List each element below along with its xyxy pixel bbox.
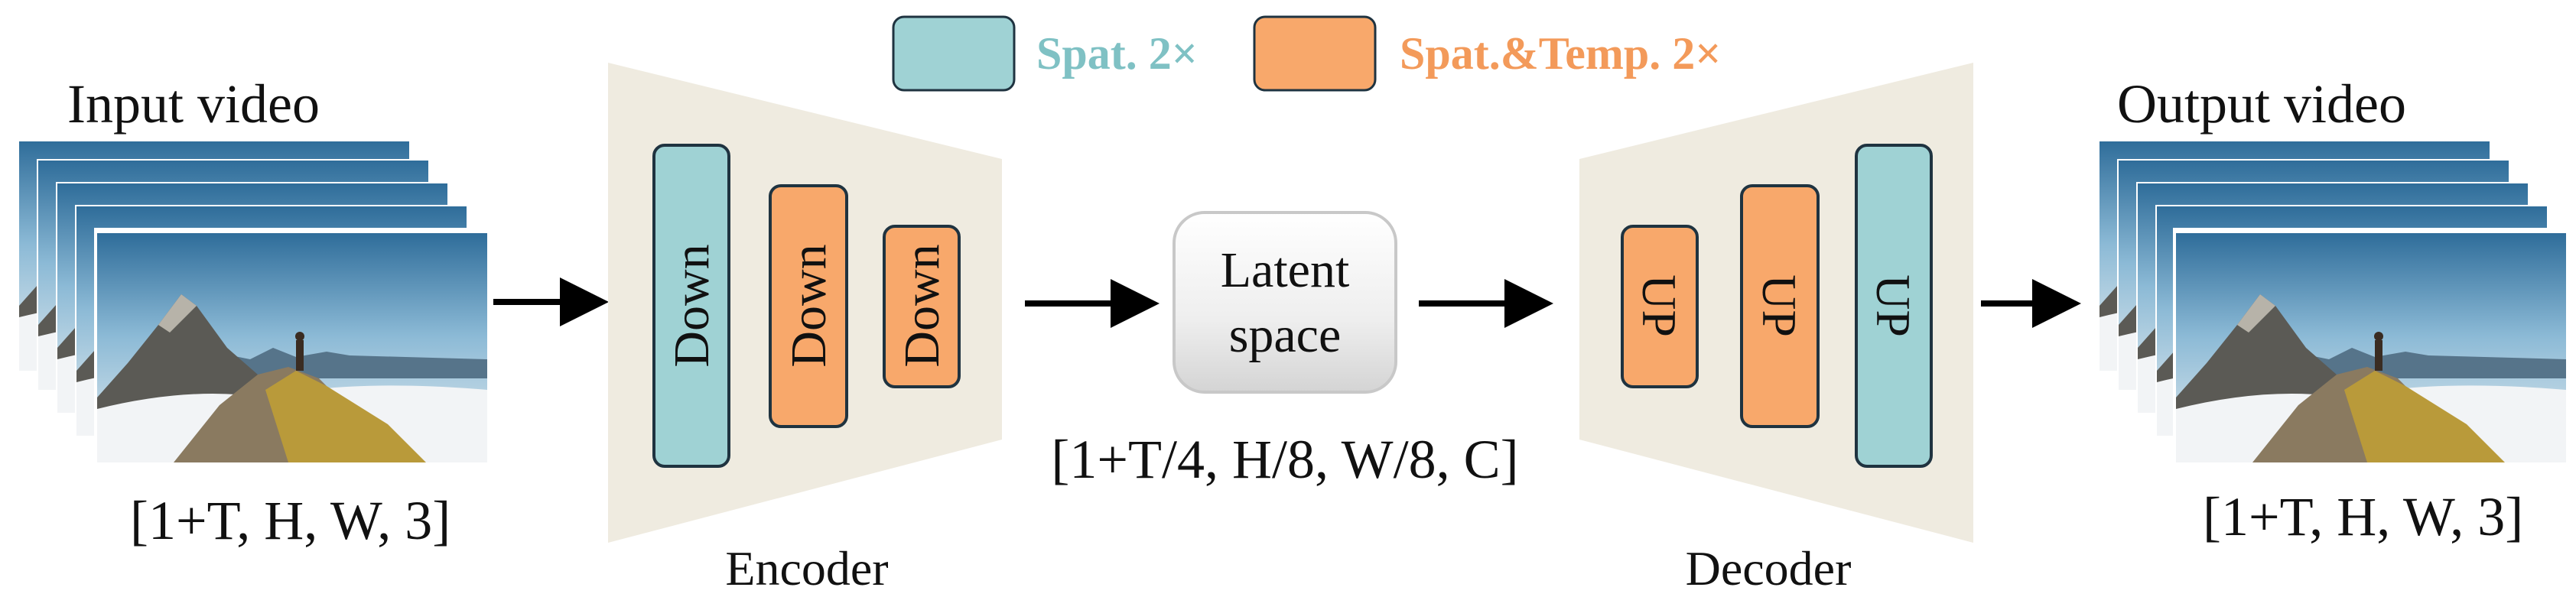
legend-label-spatial: Spat. 2× <box>1036 28 1198 79</box>
latent-space: Latent space [1+T/4, H/8, W/8, C] <box>1051 211 1519 490</box>
decoder-block-up-1 <box>1621 225 1699 388</box>
decoder-block-label: UP <box>1632 274 1686 337</box>
encoder-label: Encoder <box>725 541 888 595</box>
output-shape-label: [1+T, H, W, 3] <box>2203 486 2523 547</box>
decoder-block-label: UP <box>1752 274 1807 337</box>
input-video-title: Input video <box>67 73 320 135</box>
legend: Spat. 2× Spat.&Temp. 2× <box>892 15 1721 92</box>
decoder-label: Decoder <box>1686 541 1852 595</box>
output-video-group: Output video [1+T, H, W, 3 <box>2098 73 2570 547</box>
mountain-landscape-frame-icon <box>2173 228 2570 468</box>
latent-space-box <box>1173 211 1397 394</box>
output-video-title: Output video <box>2117 73 2406 135</box>
legend-swatch-spatiotemporal <box>1253 15 1377 92</box>
latent-space-line-2: space <box>1229 307 1342 363</box>
latent-space-line-1: Latent <box>1221 242 1350 298</box>
input-frame-stack <box>18 140 491 468</box>
encoder-block-down-2 <box>769 184 848 428</box>
mountain-landscape-frame-icon <box>94 228 491 468</box>
output-frame-stack <box>2098 140 2570 468</box>
input-video-group: Input video [1+T, H, W, 3] <box>18 73 491 551</box>
encoder: Down Down Down Encoder <box>608 63 1002 595</box>
encoder-block-label: Down <box>781 244 837 367</box>
decoder: UP UP UP Decoder <box>1579 63 1973 595</box>
decoder-block-up-3 <box>1855 144 1933 468</box>
decoder-block-up-2 <box>1740 184 1820 428</box>
encoder-block-down-3 <box>883 225 961 388</box>
encoder-block-label: Down <box>894 244 950 367</box>
legend-label-spatiotemporal: Spat.&Temp. 2× <box>1400 28 1721 79</box>
latent-shape-label: [1+T/4, H/8, W/8, C] <box>1051 429 1518 490</box>
encoder-block-down-1 <box>652 144 730 468</box>
legend-swatch-spatial <box>892 15 1016 92</box>
decoder-block-label: UP <box>1866 274 1921 337</box>
encoder-block-label: Down <box>664 244 720 367</box>
input-shape-label: [1+T, H, W, 3] <box>130 490 450 551</box>
